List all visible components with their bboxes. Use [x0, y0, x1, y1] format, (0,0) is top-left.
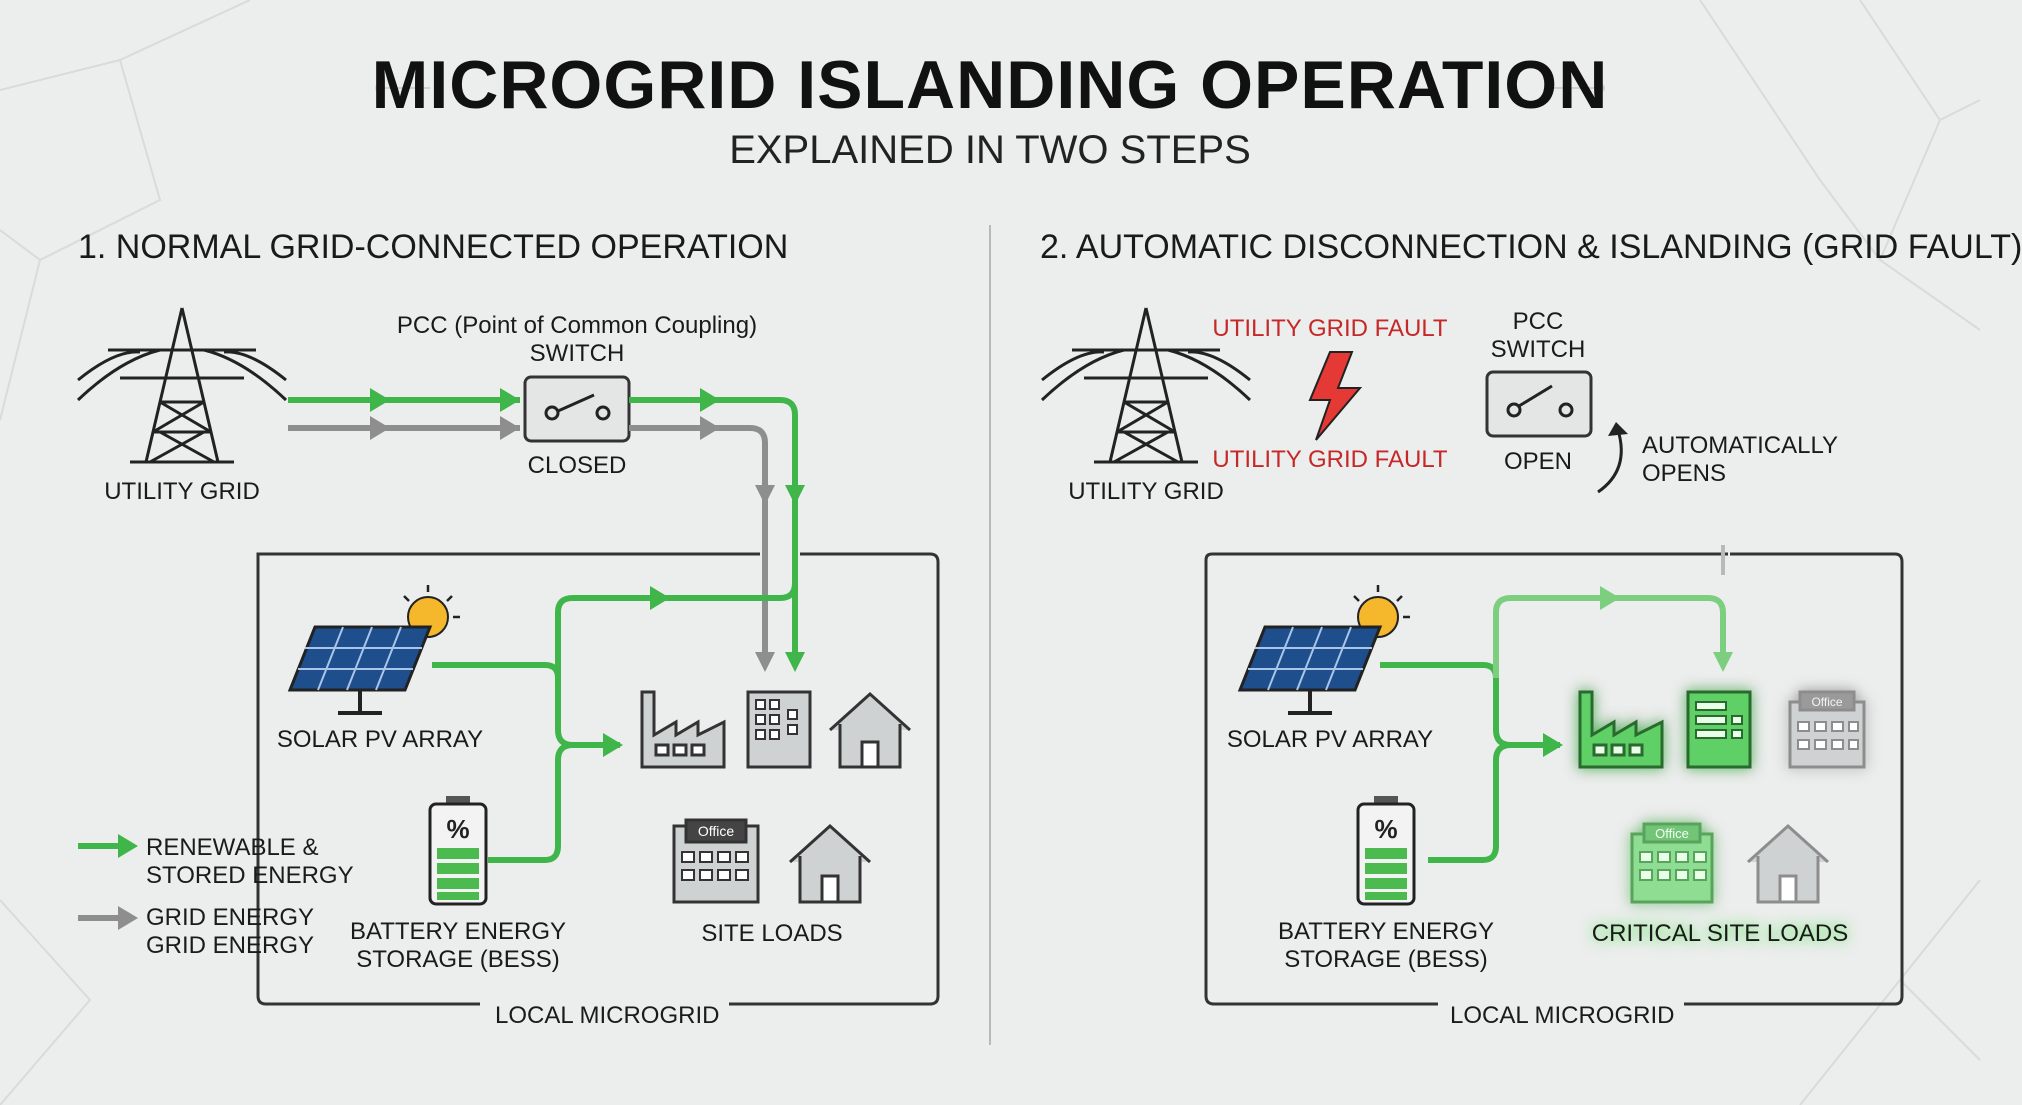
panel1-heading: 1. NORMAL GRID-CONNECTED OPERATION [78, 228, 789, 266]
utility-grid-label: UTILITY GRID [104, 478, 260, 505]
legend-grid-swatch [78, 906, 138, 930]
auto-opens-line2: OPENS [1642, 459, 1727, 487]
house-icon [828, 691, 912, 769]
pcc-caption-line2: SWITCH [529, 339, 625, 367]
utility-grid-label-2: UTILITY GRID [1068, 478, 1224, 505]
battery-percent-symbol-2: % [1374, 814, 1397, 844]
legend-grid-line1: GRID ENERGY [146, 904, 315, 931]
office-sign-gray: Office [1811, 695, 1842, 709]
critical-loads-label: CRITICAL SITE LOADS [1591, 920, 1849, 947]
fault-lightning-icon [1308, 351, 1363, 441]
curved-arrow-icon [1597, 422, 1628, 494]
legend-renewable-swatch [78, 834, 138, 858]
office-sign: Office [698, 823, 735, 839]
legend-renewable-line1: RENEWABLE & [146, 834, 319, 861]
pcc-line2: SWITCH [1490, 335, 1586, 363]
panel2-heading: 2. AUTOMATIC DISCONNECTION & ISLANDING (… [1040, 228, 2022, 266]
battery-label-line2: STORAGE (BESS) [356, 945, 560, 973]
site-loads-label: SITE LOADS [701, 920, 843, 947]
solar-label: SOLAR PV ARRAY [276, 726, 484, 753]
factory-icon [640, 690, 726, 769]
battery-label-2: BATTERY ENERGY STORAGE (BESS) [1266, 918, 1506, 973]
pcc-switch-open-icon [1485, 370, 1593, 438]
battery-label: BATTERY ENERGY STORAGE (BESS) [338, 918, 578, 973]
house-icon-gray [1746, 823, 1830, 904]
house-icon-2 [788, 823, 872, 904]
battery-icon-2 [1356, 796, 1416, 906]
utility-tower-icon [76, 307, 288, 464]
switch-state-open: OPEN [1503, 448, 1572, 475]
page-subtitle: EXPLAINED IN TWO STEPS [729, 128, 1251, 172]
pcc-line1: PCC [1512, 308, 1564, 335]
legend-renewable-line2: STORED ENERGY [146, 861, 354, 889]
pcc-caption-line1: PCC (Point of Common Coupling) [396, 312, 758, 339]
utility-tower-icon-2 [1040, 307, 1252, 464]
solar-label-2: SOLAR PV ARRAY [1226, 726, 1434, 753]
battery-label-line1: BATTERY ENERGY [349, 918, 567, 945]
microgrid-label-2: LOCAL MICROGRID [1440, 1002, 1685, 1030]
legend-grid-text: GRID ENERGY GRID ENERGY [146, 904, 314, 959]
background-network-lines [0, 0, 1981, 1105]
solar-panel-icon-2 [1237, 585, 1410, 715]
battery-label-2-line2: STORAGE (BESS) [1284, 945, 1488, 973]
page-title: MICROGRID ISLANDING OPERATION [371, 47, 1609, 123]
auto-opens-line1: AUTOMATICALLY [1642, 432, 1839, 459]
office-tower-icon [746, 690, 812, 769]
fault-label-bottom: UTILITY GRID FAULT [1212, 446, 1448, 473]
pcc-caption: PCC (Point of Common Coupling) SWITCH [377, 312, 777, 367]
office-building-icon-gray [1788, 690, 1866, 769]
battery-percent-symbol: % [446, 814, 469, 844]
legend-grid-line2: GRID ENERGY [146, 931, 315, 959]
legend-renewable-text: RENEWABLE & STORED ENERGY [146, 834, 354, 889]
factory-icon-critical [1578, 690, 1664, 769]
auto-opens-label: AUTOMATICALLY OPENS [1642, 432, 1838, 487]
microgrid-label: LOCAL MICROGRID [485, 1002, 730, 1030]
pcc-switch-closed-icon [523, 375, 631, 443]
office-building-icon-critical [1630, 822, 1714, 904]
panel1-diagram: % % Office Office Office [76, 307, 1904, 1006]
office-sign-critical: Office [1655, 826, 1689, 841]
office-building-icon [672, 818, 760, 904]
pcc-switch-caption: PCC SWITCH [1478, 308, 1598, 363]
solar-panel-icon [287, 585, 460, 715]
fault-label-top: UTILITY GRID FAULT [1212, 315, 1448, 342]
office-tower-icon-critical [1686, 690, 1752, 769]
switch-state-closed: CLOSED [527, 452, 627, 479]
battery-label-2-line1: BATTERY ENERGY [1277, 918, 1495, 945]
battery-icon [428, 796, 488, 906]
